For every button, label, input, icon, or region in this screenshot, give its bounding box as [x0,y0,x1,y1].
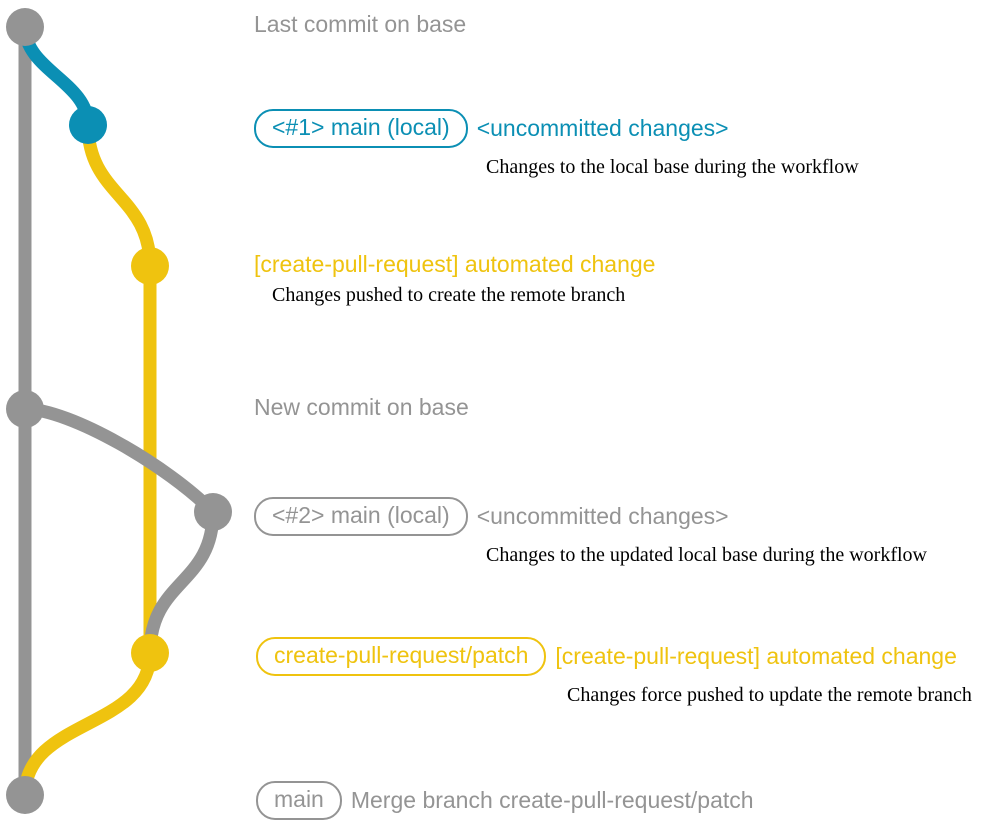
ref-badge-main[interactable]: main [256,781,342,820]
commit-subject: New commit on base [254,394,469,420]
node-local-1[interactable] [69,106,107,144]
ref-badge-main-local-2[interactable]: <#2> main (local) [254,497,468,536]
commit-subject: Last commit on base [254,11,467,37]
commit-entry-new-commit-on-base: New commit on base [254,396,469,419]
commit-subject: [create-pull-request] automated change [254,251,656,277]
commit-entry-local-1: <#1> main (local) <uncommitted changes> … [254,109,859,179]
commit-entry-last-commit-on-base: Last commit on base [254,13,466,36]
entry-row: main Merge branch create-pull-request/pa… [256,781,754,820]
commit-description: Changes pushed to create the remote bran… [272,284,626,306]
node-automated-change-1[interactable] [131,247,169,285]
entry-row: <#1> main (local) <uncommitted changes> [254,109,859,148]
edge-remote-2-to-merge [18,646,157,802]
ref-badge-create-pull-request-patch[interactable]: create-pull-request/patch [256,637,547,676]
commit-entry-automated-change-1: [create-pull-request] automated change C… [254,253,655,307]
commit-entry-local-2: <#2> main (local) <uncommitted changes> … [254,497,927,567]
commit-subject: Merge branch create-pull-request/patch [350,787,754,813]
commit-entry-merge: main Merge branch create-pull-request/pa… [256,781,754,820]
node-local-2[interactable] [194,493,232,531]
commit-description: Changes to the local base during the wor… [486,156,859,178]
ref-badge-main-local-1[interactable]: <#1> main (local) [254,109,468,148]
commit-subject: <uncommitted changes> [476,503,729,529]
edge-local-2-to-remote-2 [143,505,220,660]
edge-base-to-local-2 [18,402,220,519]
entry-row: [create-pull-request] automated change [254,253,655,276]
node-merge[interactable] [6,776,44,814]
commit-entry-automated-change-2: create-pull-request/patch [create-pull-r… [256,637,972,707]
commit-description: Changes force pushed to update the remot… [567,684,972,706]
commit-subject: [create-pull-request] automated change [555,643,957,669]
commit-subject: <uncommitted changes> [476,115,729,141]
node-automated-change-2[interactable] [131,634,169,672]
entry-row: create-pull-request/patch [create-pull-r… [256,637,972,676]
edge-local-1-to-remote-1 [81,118,157,273]
entry-row: Last commit on base [254,13,466,36]
commit-description: Changes to the updated local base during… [486,544,927,566]
entry-row: New commit on base [254,396,469,419]
entry-row: <#2> main (local) <uncommitted changes> [254,497,927,536]
node-last-commit-on-base[interactable] [6,8,44,46]
node-new-commit-on-base[interactable] [6,390,44,428]
